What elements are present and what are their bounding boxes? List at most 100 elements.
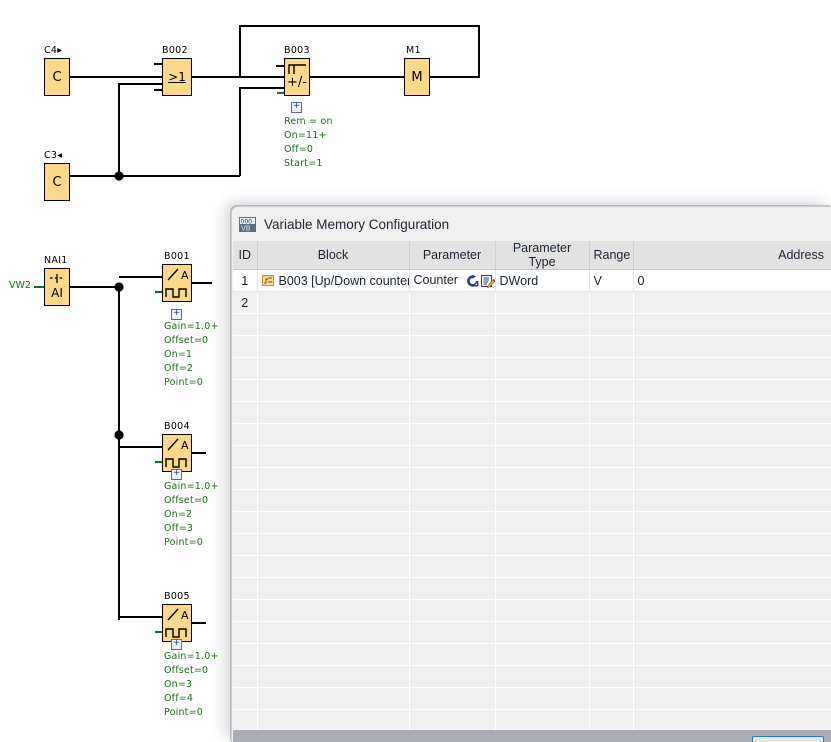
cell-empty[interactable] <box>233 512 257 534</box>
cell-block[interactable]: B003 [Up/Down counter] <box>257 270 409 292</box>
cell-empty[interactable] <box>409 424 495 446</box>
fbd-block-b002[interactable]: >1 <box>162 58 192 96</box>
cell-empty[interactable] <box>589 468 633 490</box>
cell-empty[interactable] <box>495 380 589 402</box>
cell-empty[interactable] <box>633 578 831 600</box>
expand-parameters-b004[interactable] <box>171 469 182 480</box>
cell-empty[interactable] <box>409 534 495 556</box>
fbd-block-nai1[interactable]: AI <box>44 268 70 306</box>
cell-empty[interactable] <box>257 644 409 666</box>
cell-empty[interactable] <box>633 358 831 380</box>
table-row[interactable] <box>233 402 831 424</box>
cell-empty[interactable] <box>589 314 633 336</box>
edit-icon[interactable] <box>481 274 495 288</box>
table-row[interactable] <box>233 358 831 380</box>
cell-empty[interactable] <box>257 600 409 622</box>
cell-empty[interactable] <box>495 622 589 644</box>
table-row[interactable]: 2 <box>233 292 831 314</box>
cell-empty[interactable] <box>589 358 633 380</box>
cell-empty[interactable] <box>495 710 589 731</box>
cell-empty[interactable] <box>409 688 495 710</box>
cell-empty[interactable] <box>495 512 589 534</box>
cell-empty[interactable] <box>409 622 495 644</box>
cell-empty[interactable] <box>233 358 257 380</box>
cell-empty[interactable] <box>495 534 589 556</box>
cell-empty[interactable] <box>409 556 495 578</box>
table-row[interactable] <box>233 622 831 644</box>
cell-empty[interactable] <box>409 666 495 688</box>
table-row[interactable] <box>233 666 831 688</box>
cell-empty[interactable] <box>589 534 633 556</box>
cell-empty[interactable] <box>495 666 589 688</box>
table-row[interactable] <box>233 380 831 402</box>
cell-empty[interactable] <box>495 358 589 380</box>
variable-memory-table-container[interactable]: ID Block Parameter Parameter Type Range … <box>233 241 831 730</box>
table-row[interactable] <box>233 468 831 490</box>
cell-empty[interactable] <box>589 380 633 402</box>
cell-empty[interactable] <box>495 336 589 358</box>
cell-empty[interactable] <box>633 534 831 556</box>
cell-empty[interactable] <box>589 600 633 622</box>
table-row[interactable] <box>233 688 831 710</box>
cell-empty[interactable] <box>409 380 495 402</box>
cell-empty[interactable] <box>409 600 495 622</box>
cell-empty[interactable] <box>257 512 409 534</box>
table-row[interactable] <box>233 710 831 731</box>
cell-empty[interactable] <box>233 490 257 512</box>
cell-empty[interactable] <box>257 424 409 446</box>
cell-empty[interactable] <box>257 358 409 380</box>
cell-empty[interactable] <box>495 402 589 424</box>
cell-empty[interactable] <box>633 314 831 336</box>
cell-empty[interactable] <box>233 446 257 468</box>
refresh-icon[interactable] <box>466 274 480 288</box>
cell-empty[interactable] <box>409 578 495 600</box>
cell-empty[interactable] <box>633 490 831 512</box>
cell-empty[interactable] <box>409 358 495 380</box>
cell-empty[interactable] <box>409 644 495 666</box>
fbd-block-c4[interactable]: C <box>44 58 70 96</box>
table-row[interactable] <box>233 600 831 622</box>
cell-empty[interactable] <box>233 336 257 358</box>
cell-empty[interactable] <box>233 710 257 731</box>
cell-empty[interactable] <box>633 688 831 710</box>
cell-empty[interactable] <box>589 710 633 731</box>
cell-empty[interactable] <box>495 556 589 578</box>
cell-empty[interactable] <box>257 446 409 468</box>
column-header-parameter[interactable]: Parameter <box>409 241 495 270</box>
table-row[interactable] <box>233 534 831 556</box>
cell-parameter[interactable]: Counter <box>409 270 495 292</box>
cell-empty[interactable] <box>495 424 589 446</box>
cell-empty[interactable] <box>257 534 409 556</box>
cell-empty[interactable] <box>409 490 495 512</box>
cell-empty[interactable] <box>495 688 589 710</box>
table-row[interactable] <box>233 490 831 512</box>
fbd-block-c3[interactable]: C <box>44 163 70 201</box>
cell-empty[interactable] <box>633 402 831 424</box>
cell-empty[interactable] <box>257 336 409 358</box>
cell-empty[interactable] <box>233 314 257 336</box>
cell-empty[interactable] <box>409 402 495 424</box>
cell-empty[interactable] <box>633 512 831 534</box>
table-row[interactable] <box>233 578 831 600</box>
cell-empty[interactable] <box>589 578 633 600</box>
cell-empty[interactable] <box>257 468 409 490</box>
cell-empty[interactable] <box>233 666 257 688</box>
cell-empty[interactable] <box>495 446 589 468</box>
cell-empty[interactable] <box>633 446 831 468</box>
cell-empty[interactable] <box>589 424 633 446</box>
column-header-address[interactable]: Address <box>633 241 831 270</box>
cell-empty[interactable] <box>633 424 831 446</box>
cell-empty[interactable] <box>257 710 409 731</box>
cell-empty[interactable] <box>233 534 257 556</box>
cell-empty[interactable] <box>233 578 257 600</box>
cell-empty[interactable] <box>409 446 495 468</box>
cell-empty[interactable] <box>495 490 589 512</box>
cell-block[interactable] <box>257 292 409 314</box>
cell-empty[interactable] <box>589 402 633 424</box>
table-row[interactable]: 1 B003 [Up/Down counte <box>233 270 831 292</box>
dialog-primary-button[interactable] <box>752 736 824 742</box>
cell-empty[interactable] <box>257 688 409 710</box>
cell-empty[interactable] <box>589 688 633 710</box>
cell-empty[interactable] <box>409 512 495 534</box>
expand-parameters-b003[interactable] <box>291 102 302 113</box>
